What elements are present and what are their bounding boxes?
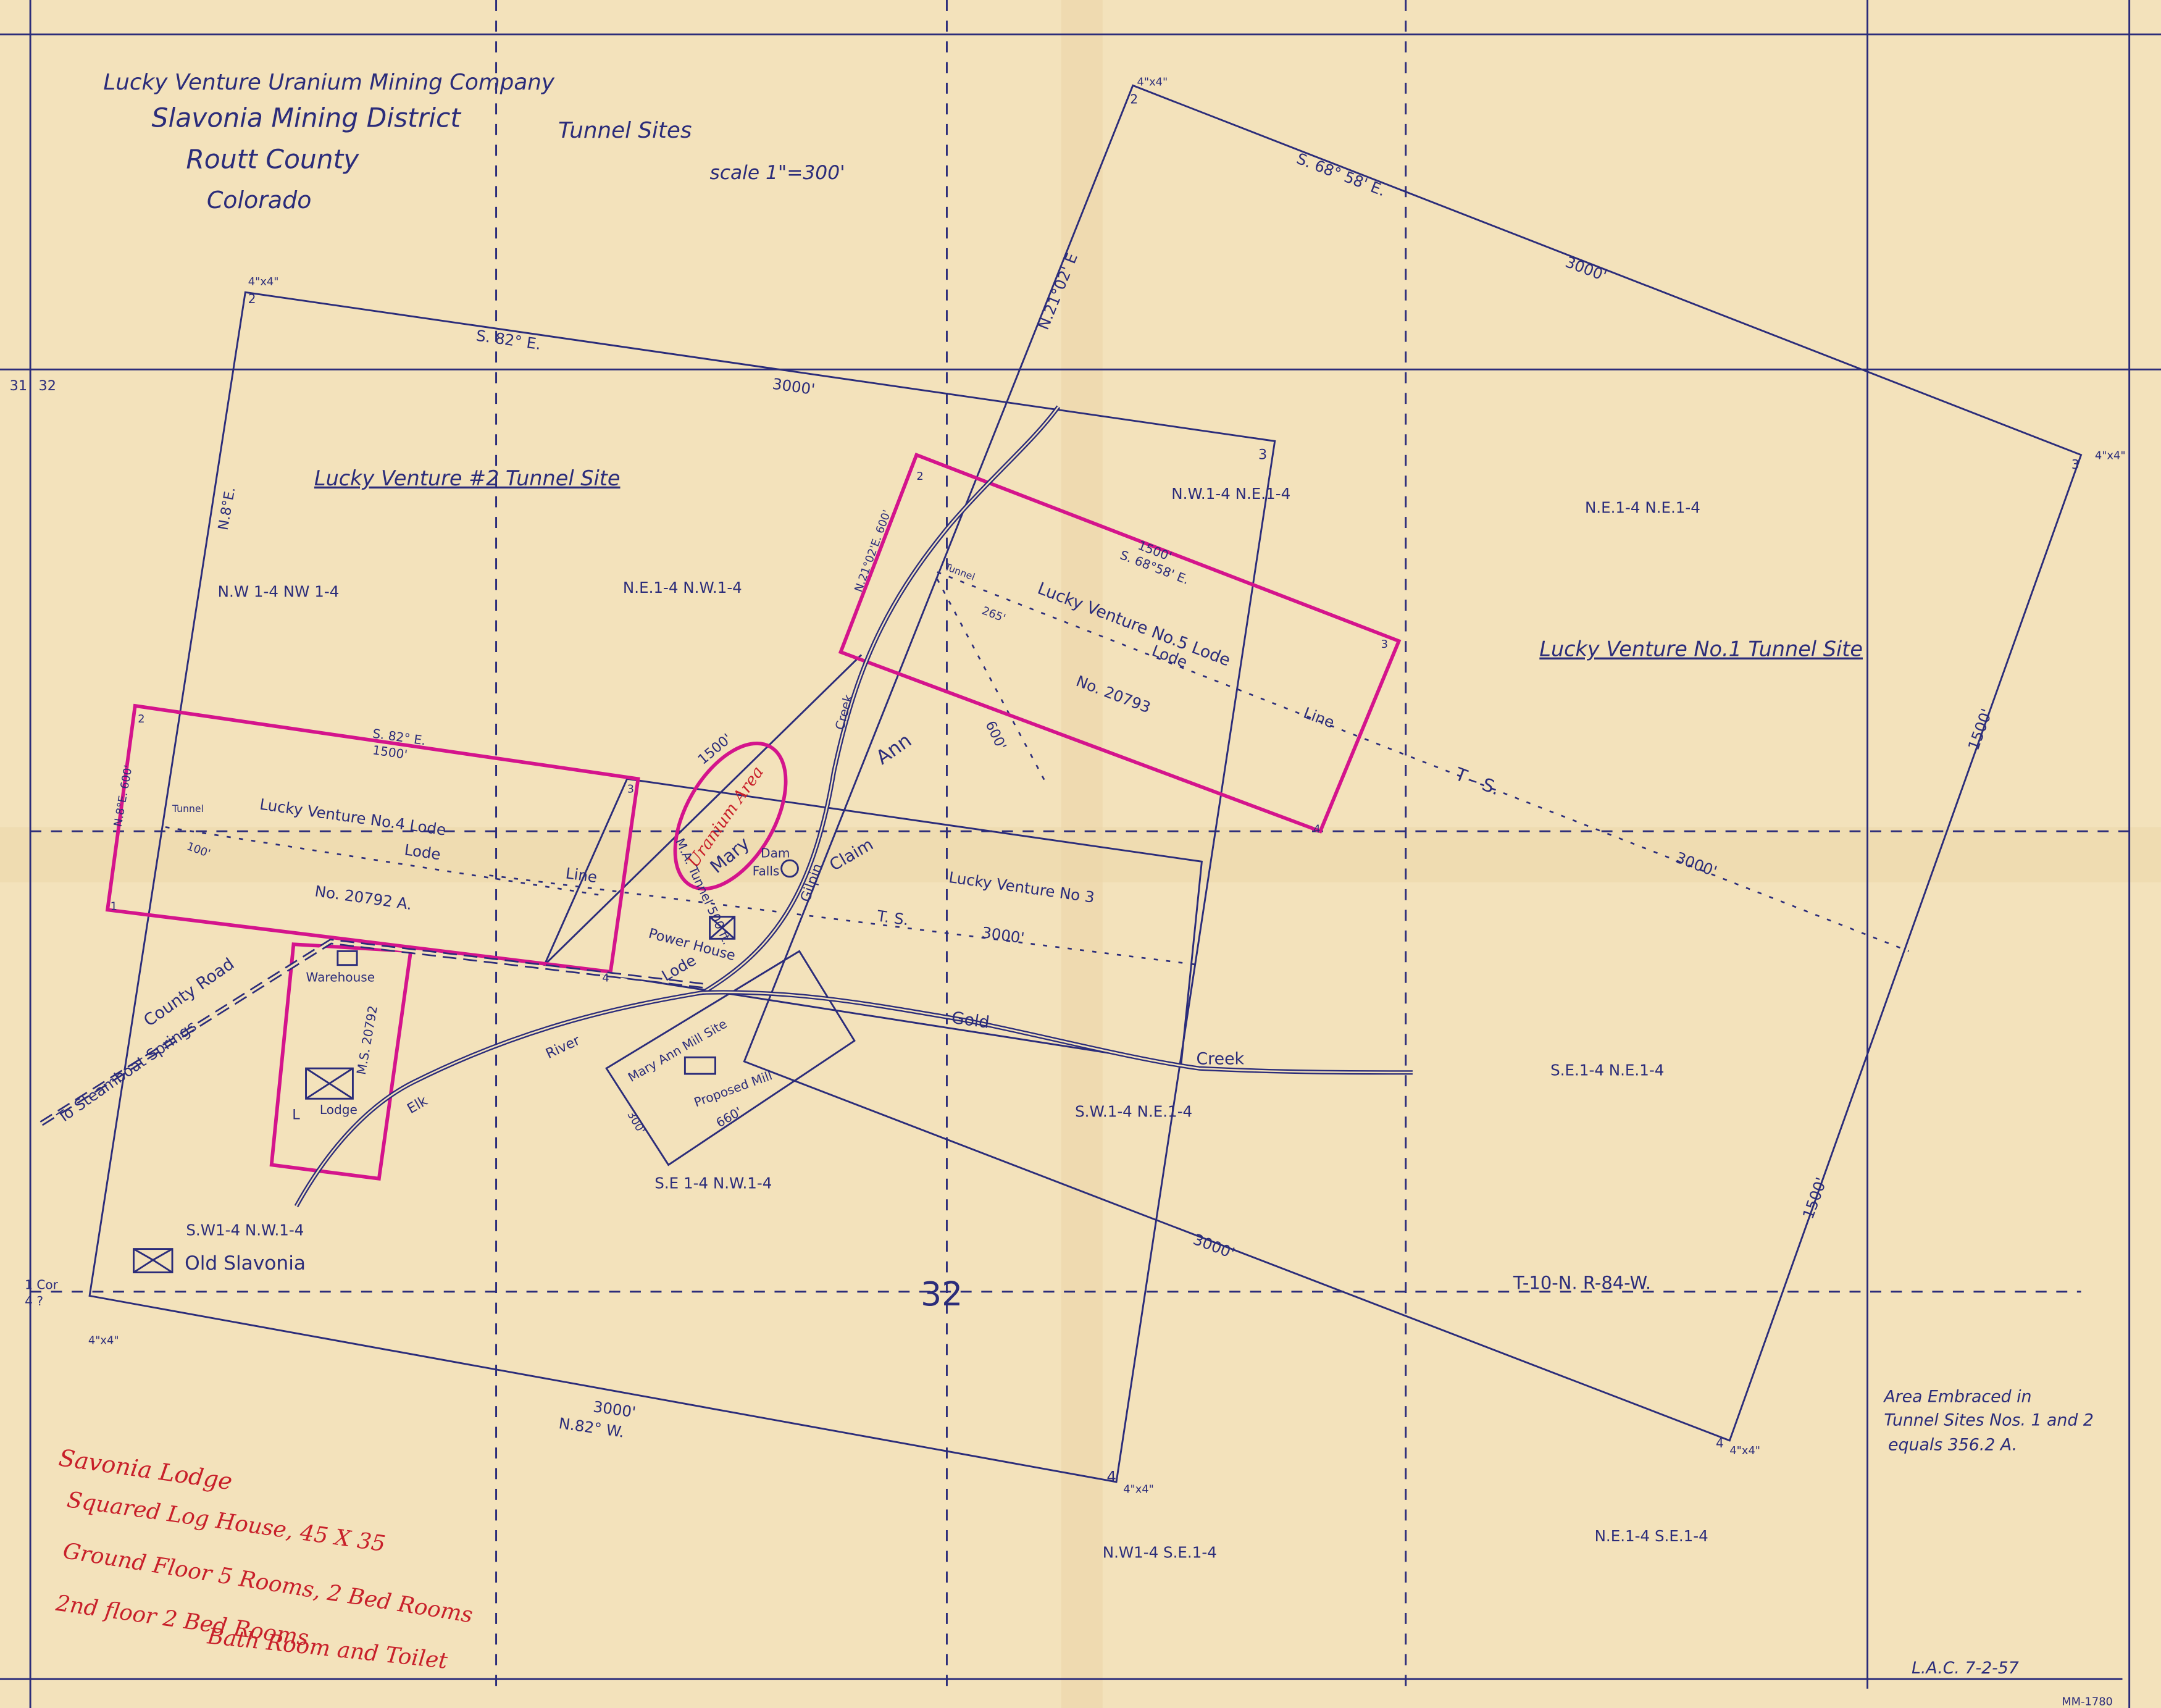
- corner-number: 4: [1313, 823, 1320, 835]
- tunnel-label: Tunnel: [172, 803, 204, 814]
- tunnel-site-2-boundary[interactable]: [88, 291, 1276, 1483]
- corner-label-b: 4 ?: [25, 1294, 43, 1308]
- quarter-label: S.W.1-4 N.E.1-4: [1075, 1102, 1192, 1120]
- section-center-number: 32: [921, 1275, 963, 1313]
- corner-marker: 4"x4": [1123, 1483, 1154, 1496]
- state-title: Colorado: [207, 186, 312, 214]
- warehouse-icon: [336, 950, 358, 966]
- corner-marker: 4"x4": [1729, 1444, 1760, 1457]
- lode-line-label: Line: [564, 864, 598, 886]
- power-house-icon: [709, 916, 736, 940]
- district-title: Slavonia Mining District: [152, 103, 462, 133]
- quarter-label: S.E 1-4 N.W.1-4: [654, 1174, 772, 1192]
- corner-marker: 4"x4": [1137, 75, 1168, 88]
- area-note-line-2: Tunnel Sites Nos. 1 and 2: [1884, 1410, 2094, 1430]
- fold-crease-horizontal: [0, 827, 2161, 882]
- corner-number: 1: [111, 900, 117, 913]
- lode-5-extension: [936, 578, 1048, 787]
- proposed-mill-icon: [683, 1056, 716, 1075]
- mill-site-letter: L: [292, 1107, 300, 1123]
- warehouse-label: Warehouse: [306, 970, 375, 985]
- county-title: Routt County: [186, 144, 359, 175]
- lode-4-boundary[interactable]: [105, 703, 640, 974]
- corner-marker: 4"x4": [248, 275, 279, 288]
- dam-falls-icon: [780, 859, 799, 878]
- corner-number: 3: [2071, 457, 2079, 472]
- lode-5-boundary[interactable]: [838, 452, 1402, 834]
- quarter-label: N.E.1-4 S.E.1-4: [1595, 1527, 1708, 1545]
- corner-number: 3: [1258, 446, 1267, 463]
- uranium-area-outline[interactable]: [652, 725, 808, 908]
- tunnel-site-1-name[interactable]: Lucky Venture No.1 Tunnel Site: [1539, 637, 1863, 661]
- scale-label: scale 1"=300': [710, 162, 845, 184]
- quarter-label: N.W 1-4 NW 1-4: [218, 583, 340, 601]
- tunnel-site-2-name[interactable]: Lucky Venture #2 Tunnel Site: [314, 466, 621, 490]
- gold-creek-label: Creek: [1197, 1049, 1245, 1068]
- section-31: 31: [10, 378, 27, 394]
- corner-number: 4: [602, 972, 609, 985]
- tunnel-site-1-center-line: [937, 571, 1910, 952]
- quarter-label: N.W.1-4 N.E.1-4: [1171, 485, 1290, 503]
- tunnel-site-1-boundary[interactable]: [743, 84, 2083, 1442]
- falls-label: Falls: [753, 864, 780, 879]
- corner-number: 4: [1716, 1436, 1724, 1451]
- lodge-label: Lodge: [320, 1102, 357, 1117]
- corner-label-a: 1 Cor: [25, 1277, 58, 1292]
- corner-marker: 4"x4": [88, 1334, 119, 1347]
- old-slavonia-label: Old Slavonia: [185, 1252, 306, 1275]
- township-range: T-10-N. R-84-W.: [1513, 1272, 1651, 1293]
- corner-number: 2: [138, 713, 144, 726]
- lode-3-center-line: [489, 874, 1200, 966]
- lodge-icon: [305, 1067, 354, 1100]
- area-note-line-3: equals 356.2 A.: [1888, 1436, 2017, 1455]
- corner-number: 3: [1381, 638, 1388, 651]
- corner-number: 3: [627, 783, 634, 796]
- corner-number: 2: [916, 470, 923, 483]
- map-subtitle: Tunnel Sites: [558, 118, 692, 143]
- dam-label: Dam: [761, 846, 790, 861]
- lode-3-diagonal: [543, 654, 863, 966]
- catalog-number: MM-1780: [2062, 1696, 2113, 1708]
- signature-date: L.A.C. 7-2-57: [1912, 1659, 2019, 1678]
- company-title: Lucky Venture Uranium Mining Company: [103, 70, 554, 95]
- area-note-line-1: Area Embraced in: [1883, 1387, 2031, 1406]
- corner-number: 2: [248, 291, 256, 306]
- corner-number: 2: [1130, 91, 1138, 106]
- quarter-label: S.E.1-4 N.E.1-4: [1550, 1061, 1664, 1079]
- quarter-label: N.E.1-4 N.W.1-4: [623, 579, 742, 597]
- section-32: 32: [39, 378, 56, 394]
- quarter-label: N.E.1-4 N.E.1-4: [1585, 498, 1700, 516]
- old-slavonia-icon: [133, 1248, 173, 1273]
- quarter-label: N.W1-4 S.E.1-4: [1103, 1544, 1217, 1562]
- corner-marker: 4"x4": [2095, 449, 2126, 462]
- quarter-label: S.W1-4 N.W.1-4: [186, 1221, 304, 1239]
- corner-number: 4: [1106, 1468, 1116, 1486]
- center-line-label: T. S.: [876, 906, 910, 929]
